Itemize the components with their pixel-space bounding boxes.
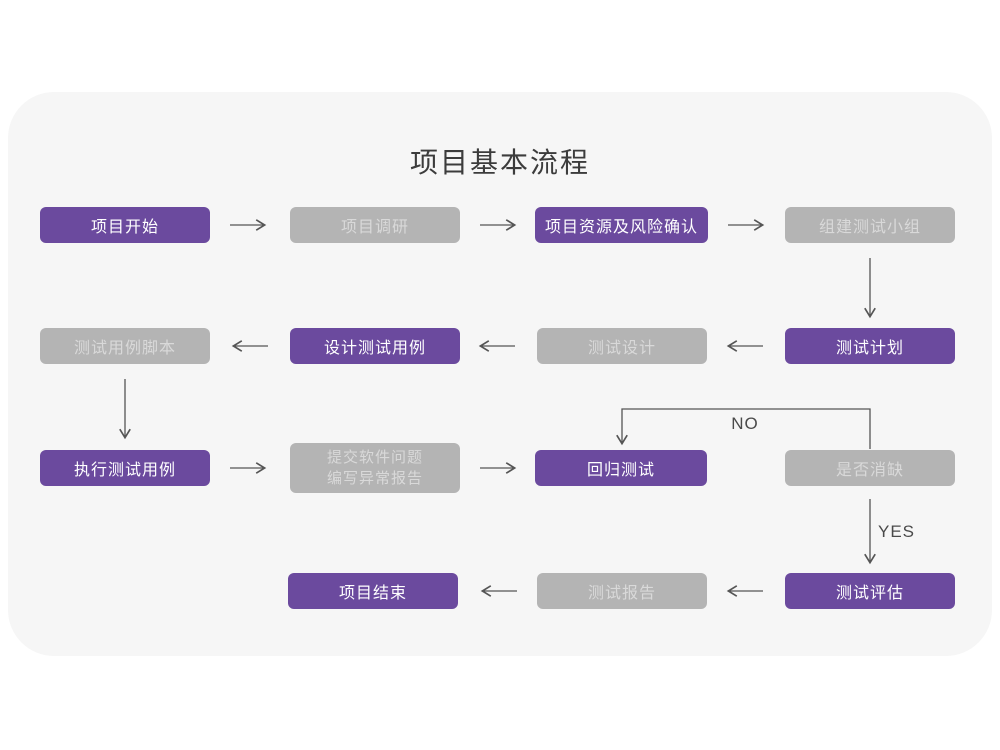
page-title: 项目基本流程 (409, 147, 590, 178)
node-test-evaluation: 测试评估 (785, 573, 955, 609)
node-design-test-cases: 设计测试用例 (290, 328, 460, 364)
node-submit-issues-report: 提交软件问题 编写异常报告 (290, 443, 460, 493)
node-execute-test-cases: 执行测试用例 (40, 450, 210, 486)
node-defects-cleared-decision: 是否消缺 (785, 450, 955, 486)
node-resources-risk-confirm: 项目资源及风险确认 (535, 207, 708, 243)
branch-label-yes: YES (878, 522, 916, 541)
flowchart-card (8, 92, 992, 656)
branch-label-no: NO (731, 414, 759, 433)
node-project-research: 项目调研 (290, 207, 460, 243)
node-project-start: 项目开始 (40, 207, 210, 243)
node-regression-test: 回归测试 (535, 450, 707, 486)
node-test-case-script: 测试用例脚本 (40, 328, 210, 364)
node-build-test-team: 组建测试小组 (785, 207, 955, 243)
node-line-1: 提交软件问题 (326, 449, 423, 466)
node-test-design: 测试设计 (537, 328, 707, 364)
node-test-report: 测试报告 (537, 573, 707, 609)
node-line-2: 编写异常报告 (326, 470, 423, 487)
node-project-end: 项目结束 (288, 573, 458, 609)
arrow-no-loop (616, 408, 871, 449)
node-test-plan: 测试计划 (785, 328, 955, 364)
